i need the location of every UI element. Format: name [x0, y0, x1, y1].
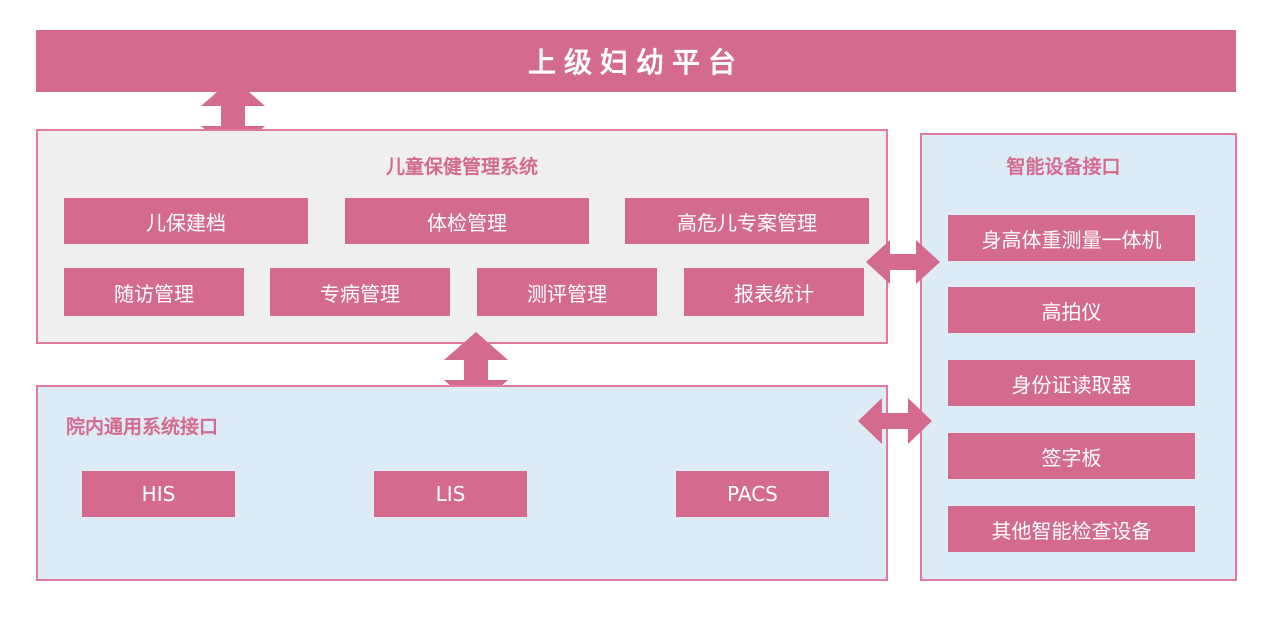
interface-his: HIS: [82, 471, 235, 517]
module-follow-up: 随访管理: [64, 268, 244, 316]
smart-device-title: 智能设备接口: [1006, 156, 1121, 178]
module-high-risk-case: 高危儿专案管理: [625, 198, 869, 244]
hospital-interface-title: 院内通用系统接口: [66, 416, 219, 438]
horizontal-double-arrow-lower: [858, 398, 932, 444]
device-id-card-reader: 身份证读取器: [948, 360, 1195, 406]
module-report: 报表统计: [684, 268, 864, 316]
device-other-smart: 其他智能检查设备: [948, 506, 1195, 552]
module-child-archive: 儿保建档: [64, 198, 308, 244]
device-height-weight: 身高体重测量一体机: [948, 215, 1195, 261]
device-signature-pad: 签字板: [948, 433, 1195, 479]
device-document-camera: 高拍仪: [948, 287, 1195, 333]
interface-pacs: PACS: [676, 471, 829, 517]
interface-lis: LIS: [374, 471, 527, 517]
top-platform-title: 上级妇幼平台: [527, 46, 744, 79]
horizontal-double-arrow-upper: [866, 240, 940, 284]
module-physical-exam: 体检管理: [345, 198, 589, 244]
module-disease: 专病管理: [270, 268, 450, 316]
module-assessment: 测评管理: [477, 268, 657, 316]
child-health-title: 儿童保健管理系统: [385, 156, 538, 178]
